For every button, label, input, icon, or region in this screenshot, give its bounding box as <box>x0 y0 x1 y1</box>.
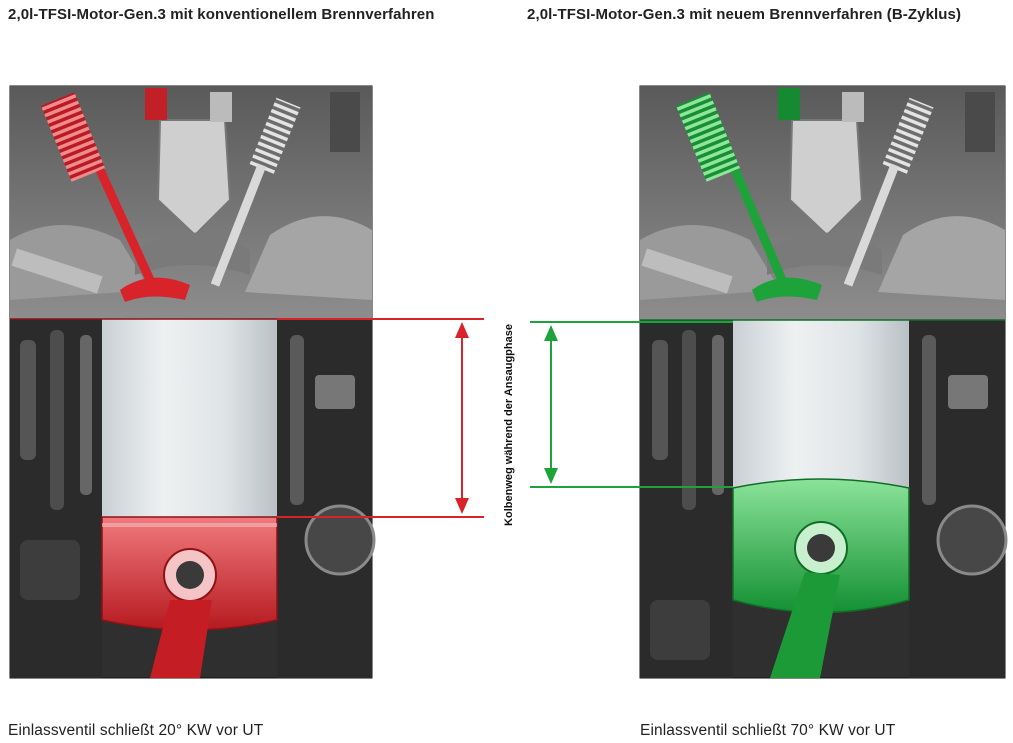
cylinder-bore-right <box>733 320 909 488</box>
engine-right <box>639 85 1008 679</box>
green-arrowhead-up <box>544 325 558 341</box>
measurement-green <box>530 321 733 488</box>
cylinder-bore-left <box>102 319 277 517</box>
cylinder-block-right <box>640 320 1008 678</box>
engine-left <box>9 85 376 679</box>
exhaust-valve-right <box>842 92 934 287</box>
exhaust-valve-left <box>210 92 301 287</box>
measurement-red <box>277 318 484 518</box>
cylinder-head-left <box>10 86 372 319</box>
intake-valve-left <box>40 88 190 302</box>
title-conventional: 2,0l-TFSI-Motor-Gen.3 mit konventionelle… <box>8 6 435 23</box>
cylinder-block-left <box>10 319 376 678</box>
green-arrowhead-down <box>544 468 558 484</box>
caption-b-cycle: Einlassventil schließt 70° KW vor UT <box>640 722 896 739</box>
piston-left <box>101 516 278 678</box>
title-b-cycle: 2,0l-TFSI-Motor-Gen.3 mit neuem Brennver… <box>527 6 962 23</box>
measurement-label: Kolbenweg während der Ansaugphase <box>503 324 515 526</box>
piston-right <box>732 478 910 678</box>
caption-conventional: Einlassventil schließt 20° KW vor UT <box>8 722 264 739</box>
red-arrowhead-up <box>455 322 469 338</box>
red-arrowhead-down <box>455 498 469 514</box>
intake-valve-right <box>675 88 822 302</box>
